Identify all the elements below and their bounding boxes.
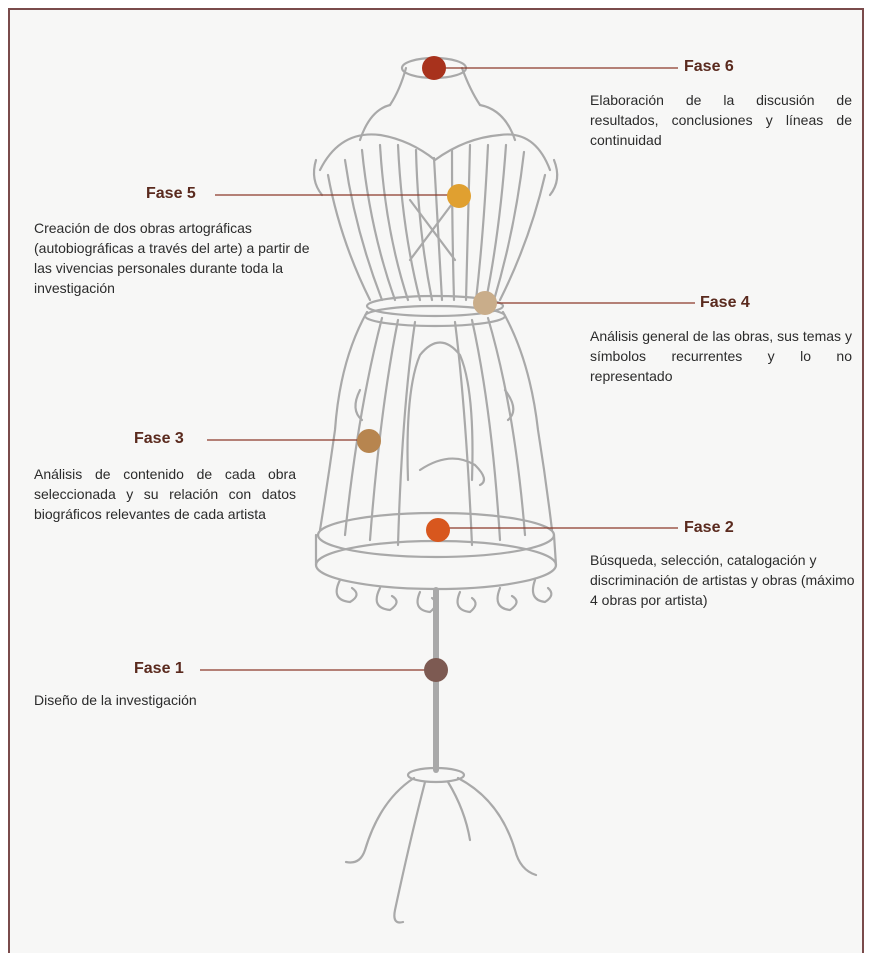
dot-fase1 xyxy=(424,658,448,682)
fase1-label: Fase 1 xyxy=(134,660,184,678)
fase4-description: Análisis general de las obras, sus temas… xyxy=(590,326,852,386)
fase1-description: Diseño de la investigación xyxy=(34,690,296,710)
fase6-description: Elaboración de la discusión de resultado… xyxy=(590,90,852,150)
fase3-label: Fase 3 xyxy=(134,430,184,448)
fase3-description: Análisis de contenido de cada obra selec… xyxy=(34,464,296,524)
fase5-label: Fase 5 xyxy=(146,185,196,203)
fase2-description: Búsqueda, selección, catalogación y disc… xyxy=(590,550,862,610)
dot-fase3 xyxy=(357,429,381,453)
dot-fase2 xyxy=(426,518,450,542)
fase6-label: Fase 6 xyxy=(684,58,734,76)
fase2-label: Fase 2 xyxy=(684,519,734,537)
dot-fase6 xyxy=(422,56,446,80)
diagram-frame: Fase 6 Elaboración de la discusión de re… xyxy=(8,8,864,953)
dot-fase4 xyxy=(473,291,497,315)
fase5-description: Creación de dos obras artográficas (auto… xyxy=(34,218,316,298)
fase4-label: Fase 4 xyxy=(700,294,750,312)
dot-fase5 xyxy=(447,184,471,208)
